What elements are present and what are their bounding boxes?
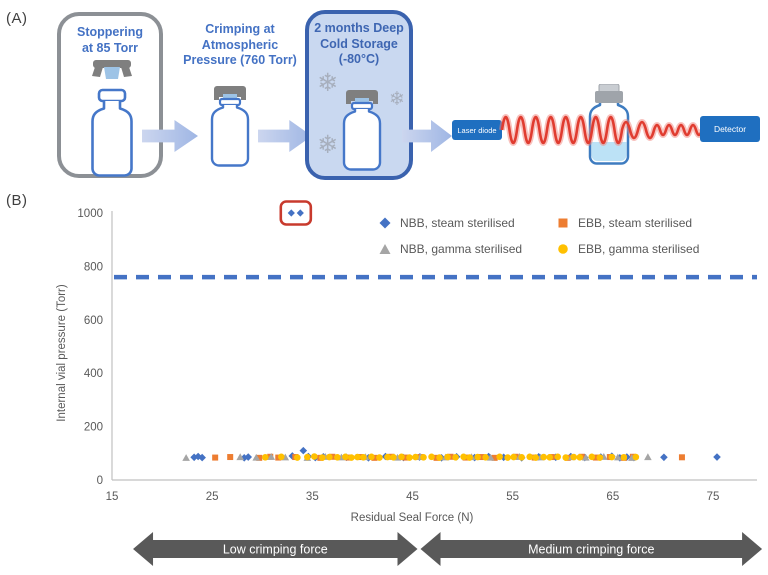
snowflake-icon: ❄ [317,68,338,97]
svg-text:400: 400 [84,368,103,380]
step-stoppering-title: Stoppering at 85 Torr [77,25,143,55]
crimped-vial-icon [342,90,382,171]
legend-marker-circle [558,244,568,254]
crimped-vial-icon [210,86,250,167]
panel-b-label: (B) [6,192,28,209]
svg-text:0: 0 [97,475,103,487]
svg-text:45: 45 [406,491,419,503]
svg-text:Low crimping force: Low crimping force [223,543,328,557]
svg-text:200: 200 [84,422,103,434]
svg-text:55: 55 [506,491,519,503]
outlier-group [279,200,313,226]
process-step-stoppering: Stoppering at 85 Torr [57,12,163,178]
detector-box: Detector [700,116,760,142]
svg-text:35: 35 [306,491,319,503]
svg-text:75: 75 [707,491,720,503]
svg-text:Medium crimping force: Medium crimping force [528,543,654,557]
y-axis-title: Internal vial pressure (Torr) [56,284,68,422]
legend-label: EBB, gamma sterilised [578,242,700,256]
process-step-cold-storage: 2 months Deep Cold Storage (-80°C) ❄ ❄ ❄ [305,10,413,180]
laser-diode-box: Laser diode [452,120,502,140]
x-axis-title: Residual Seal Force (N) [351,512,474,524]
svg-text:25: 25 [206,491,219,503]
svg-text:65: 65 [606,491,619,503]
vial-icon [91,88,133,177]
detector-label: Detector [713,124,747,134]
legend-label: NBB, steam sterilised [400,216,515,230]
svg-text:1000: 1000 [77,208,103,220]
stopper-icon [92,60,132,79]
laser-diode-label: Laser diode [457,125,497,135]
legend-marker-diamond [379,217,391,229]
step-cold-storage-title: 2 months Deep Cold Storage (-80°C) [314,21,404,67]
tick-labels: 15 25 35 45 55 65 75 0 200 400 600 800 1000 [77,208,719,503]
legend: NBB, steam sterilised EBB, steam sterili… [378,216,736,256]
panel-a-label: (A) [6,10,28,27]
snowflake-icon: ❄ [389,88,405,110]
svg-text:800: 800 [84,261,103,273]
scatter-points [182,446,721,462]
legend-marker-triangle [379,244,391,254]
svg-text:600: 600 [84,315,103,327]
legend-marker-square [558,218,568,228]
legend-label: NBB, gamma sterilised [400,242,523,256]
axes [111,211,757,481]
snowflake-icon: ❄ [317,130,338,159]
svg-text:15: 15 [106,491,119,503]
laser-wave-icon [499,114,705,146]
range-arrows: Low crimping force Medium crimping force [133,532,763,566]
legend-label: EBB, steam sterilised [578,216,693,230]
step-crimping-title: Crimping at Atmospheric Pressure (760 To… [183,22,297,68]
